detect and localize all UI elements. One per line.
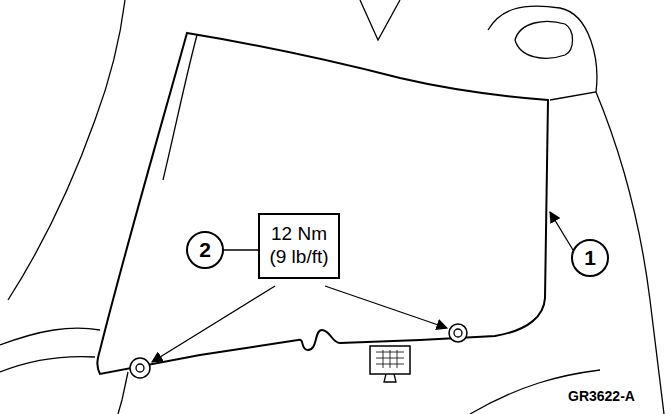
callout-circle: 2 [185, 230, 225, 270]
torque-spec-box: 12 Nm (9 lb/ft) [258, 213, 340, 279]
leader-line [325, 286, 447, 328]
trim-panel-outline [97, 33, 548, 374]
callout-number: 1 [570, 238, 610, 278]
body-pillar-line [8, 0, 125, 300]
figure-code: GR3622-A [568, 388, 635, 404]
callout-circle: 1 [570, 238, 610, 278]
electrical-connector [370, 346, 410, 374]
panel-bolt [130, 358, 150, 378]
torque-value: 12 Nm (9 lb/ft) [266, 223, 332, 269]
callout-number: 2 [185, 230, 225, 270]
panel-bolt-head [136, 364, 144, 372]
body-sill-line [0, 328, 100, 345]
leader-line [152, 286, 275, 362]
body-sill-line [0, 357, 95, 372]
figure-code-wrap: GR3622-A [568, 388, 635, 404]
callout-connector [223, 249, 258, 251]
connector-tab [384, 374, 396, 382]
leader-line [550, 212, 573, 250]
panel-bolt [449, 324, 467, 342]
seat-belt-slot [515, 21, 573, 58]
bolt-tab [118, 372, 128, 414]
trim-panel-edge [163, 35, 197, 180]
body-trim-line [360, 0, 400, 40]
seat-belt-guide [488, 6, 597, 100]
panel-bolt-head [454, 329, 462, 337]
connector-pins [376, 350, 404, 368]
